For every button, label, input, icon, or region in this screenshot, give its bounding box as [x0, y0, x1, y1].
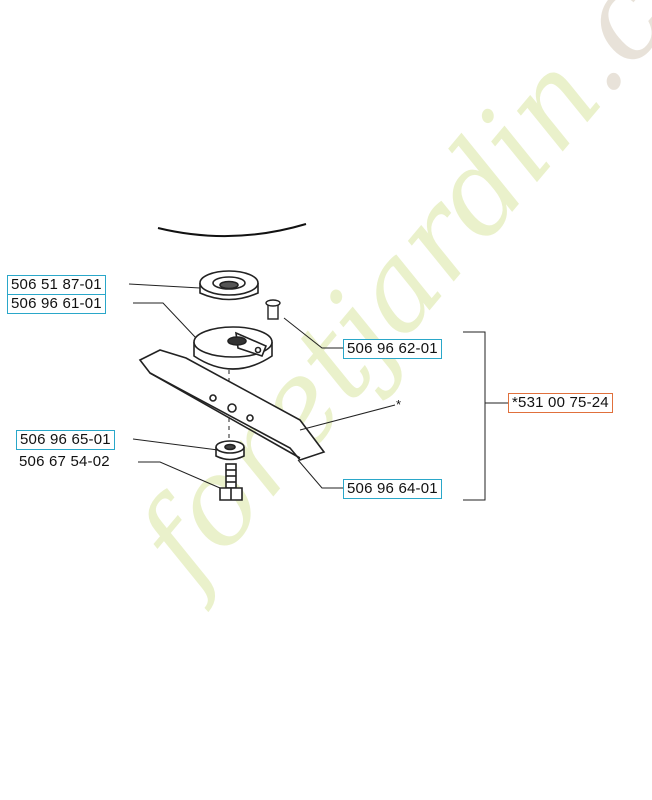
washer	[215, 440, 245, 461]
kit-label-531-00-75-24[interactable]: *531 00 75-24	[508, 393, 613, 413]
part-label-506-96-65-01[interactable]: 506 96 65-01	[16, 430, 115, 450]
leader-lines	[128, 283, 510, 501]
asterisk-marker: *	[396, 397, 402, 412]
part-label-506-96-62-01[interactable]: 506 96 62-01	[343, 339, 442, 359]
small-pin	[265, 299, 281, 320]
part-label-506-51-87-01[interactable]: 506 51 87-01	[7, 275, 106, 295]
blade	[138, 349, 326, 461]
part-label-506-96-61-01[interactable]: 506 96 61-01	[7, 294, 106, 314]
part-label-506-96-64-01[interactable]: 506 96 64-01	[343, 479, 442, 499]
upper-hub	[199, 270, 259, 301]
blade-adapter	[193, 326, 273, 370]
part-label-506-67-54-02: 506 67 54-02	[19, 453, 110, 470]
bolt	[219, 463, 243, 501]
deck-edge	[157, 223, 307, 238]
